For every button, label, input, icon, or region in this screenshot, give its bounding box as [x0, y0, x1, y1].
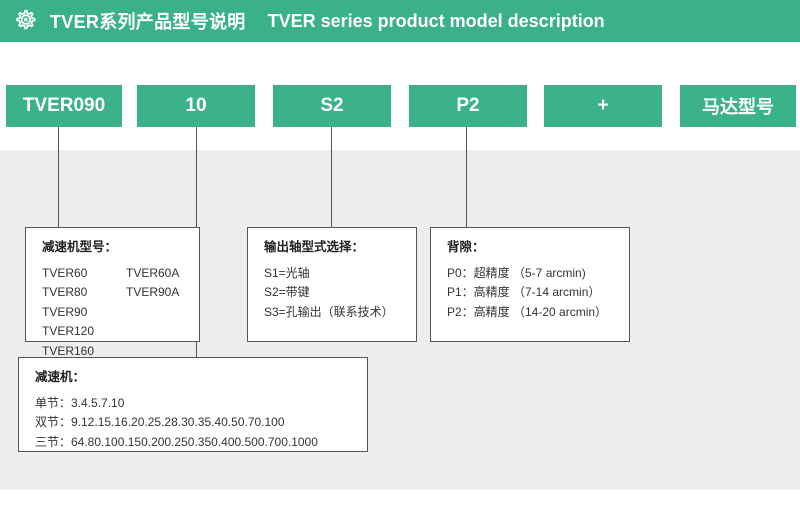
model-code-box-2[interactable]: S2 [273, 85, 391, 127]
backlash-line: P0：超精度 （5-7 arcmin) [447, 266, 586, 280]
output-shaft-title: 输出轴型式选择： [264, 240, 365, 254]
output-shaft-line: S2=带键 [264, 285, 310, 300]
gearbox-model-col1: TVER160 [42, 343, 95, 358]
output-shaft-line: S1=光轴 [264, 266, 310, 280]
gearbox-model-col1: TVER80 [42, 285, 88, 300]
model-code-label-2: S2 [320, 95, 344, 116]
gearbox-model-col1: TVER60 [42, 266, 88, 280]
page-header: TVER系列产品型号说明 TVER series product model d… [0, 0, 800, 42]
model-code-label-5: 马达型号 [702, 97, 774, 117]
model-code-row: TVER090 10 S2 P2 + 马达型号 [0, 85, 800, 127]
gearbox-model-row: TVER160 [42, 342, 199, 361]
reduction-ratio-title: 减速机： [35, 370, 86, 384]
gearbox-model-row: TVER90 [42, 303, 199, 322]
model-code-box-3[interactable]: P2 [409, 85, 527, 127]
gear-icon [10, 6, 40, 36]
connector-line-output-shaft [331, 127, 332, 227]
backlash-title: 背隙： [447, 240, 485, 254]
description-box-backlash: 背隙： P0：超精度 （5-7 arcmin) P1：高精度 （7-14 arc… [430, 227, 630, 342]
description-box-gearbox-model: 减速机型号： TVER60 TVER60A TVER80 TVER90A TVE… [25, 227, 200, 358]
model-code-label-4: + [597, 95, 609, 116]
gearbox-model-col1: TVER90 [42, 304, 88, 319]
bottom-margin [0, 490, 800, 505]
reduction-ratio-line: 三节：64.80.100.150.200.250.350.400.500.700… [35, 434, 318, 449]
gearbox-model-row: TVER60 TVER60A [42, 264, 199, 283]
gearbox-model-col1: TVER120 [42, 324, 95, 339]
model-code-box-1[interactable]: 10 [137, 85, 255, 127]
connector-line-backlash [466, 127, 467, 227]
reduction-ratio-line: 单节：3.4.5.7.10 [35, 396, 125, 410]
description-box-reduction-ratio: 减速机： 单节：3.4.5.7.10 双节：9.12.15.16.20.25.2… [18, 357, 368, 452]
model-code-label-0: TVER090 [22, 95, 106, 116]
description-box-output-shaft: 输出轴型式选择： S1=光轴 S2=带键 S3=孔输出（联系技术） [247, 227, 417, 342]
reduction-ratio-line: 双节：9.12.15.16.20.25.28.30.35.40.50.70.10… [35, 415, 285, 430]
output-shaft-line: S3=孔输出（联系技术） [264, 304, 394, 319]
connector-line-gearbox-model [58, 127, 59, 227]
gearbox-model-row: TVER80 TVER90A [42, 283, 199, 302]
gearbox-model-col2: TVER90A [126, 285, 180, 300]
gearbox-model-title: 减速机型号： [42, 240, 118, 254]
page-title-cn: TVER系列产品型号说明 [50, 12, 246, 32]
gearbox-model-row: TVER120 [42, 322, 199, 341]
page-title-en: TVER series product model description [267, 10, 605, 31]
model-code-box-0[interactable]: TVER090 [6, 85, 122, 127]
code-row-background [0, 42, 800, 150]
gearbox-model-col2: TVER60A [126, 266, 180, 280]
model-code-label-1: 10 [185, 95, 207, 116]
model-code-box-5[interactable]: 马达型号 [680, 85, 796, 127]
model-code-label-3: P2 [456, 95, 480, 116]
backlash-line: P1：高精度 （7-14 arcmin） [447, 285, 601, 300]
backlash-line: P2：高精度 （14-20 arcmin） [447, 304, 608, 319]
model-code-box-4[interactable]: + [544, 85, 662, 127]
